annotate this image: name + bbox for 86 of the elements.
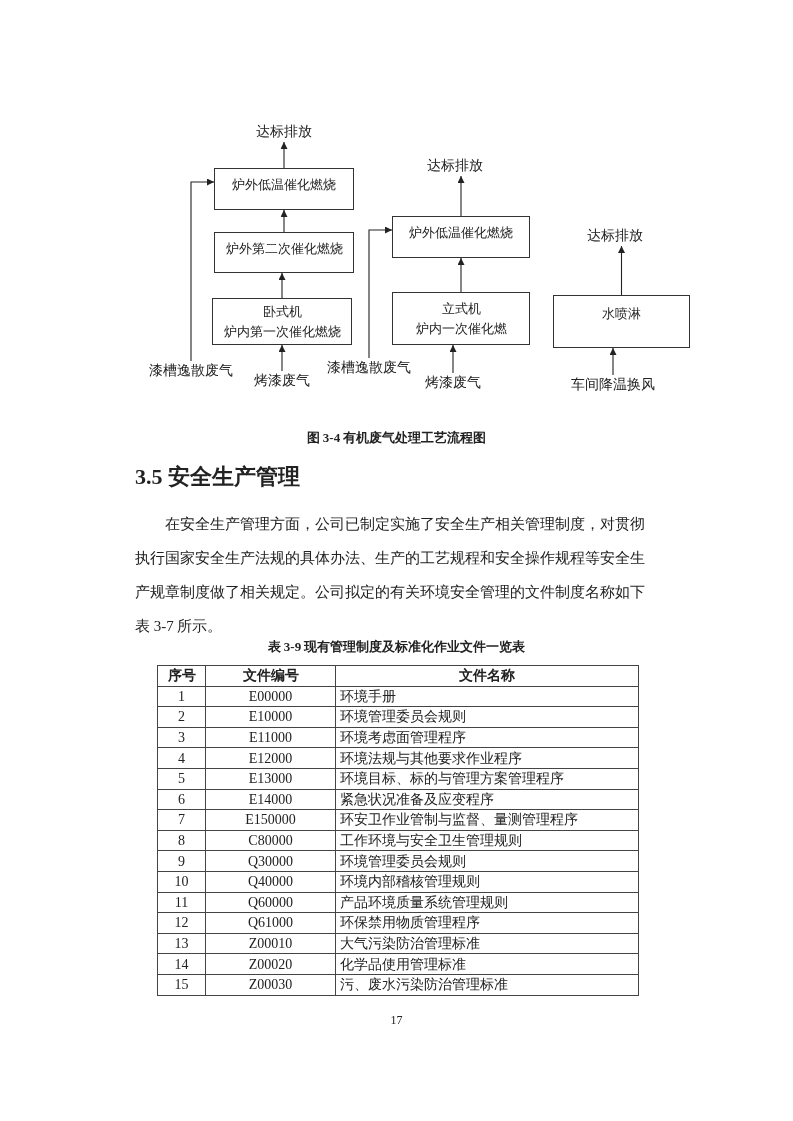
table-cell: 2 bbox=[157, 706, 206, 728]
table-cell: 环境内部稽核管理规则 bbox=[335, 871, 639, 893]
table-cell: 4 bbox=[157, 747, 206, 769]
arrow bbox=[278, 272, 286, 299]
table-cell: 8 bbox=[157, 830, 206, 851]
table-cell: 化学品使用管理标准 bbox=[335, 953, 639, 975]
section-heading: 3.5 安全生产管理 bbox=[135, 463, 300, 491]
table-cell: Q60000 bbox=[205, 892, 336, 913]
table-cell: E150000 bbox=[205, 809, 336, 831]
table-cell: 工作环境与安全卫生管理规则 bbox=[335, 830, 639, 851]
node-text: 烤漆废气 bbox=[254, 372, 310, 390]
table-cell: 环境手册 bbox=[335, 686, 639, 707]
process-box bbox=[553, 295, 690, 348]
table-cell: 7 bbox=[157, 809, 206, 831]
figure-caption: 图 3-4 有机废气处理工艺流程图 bbox=[305, 429, 488, 447]
table-cell: Q40000 bbox=[205, 871, 336, 893]
body-paragraph: 在安全生产管理方面，公司已制定实施了安全生产相关管理制度，对贯彻执行国家安全生产法规的具体办法、生产的工艺规程和安全操作规程等安全生产规章制度做了相关规定。公司拟定的有关环境安全管理的文件制度名称如下表 3-7 所示。 bbox=[135, 515, 646, 636]
table-cell: E00000 bbox=[205, 686, 336, 707]
table-cell: 环境管理委员会规则 bbox=[335, 706, 639, 728]
table-cell: 污、废水污染防治管理标准 bbox=[335, 974, 639, 995]
table-cell: 环安卫作业管制与监督、量测管理程序 bbox=[335, 809, 639, 831]
table-cell: 12 bbox=[157, 912, 206, 934]
node-text: 达标排放 bbox=[427, 157, 483, 175]
table-cell: E12000 bbox=[205, 747, 336, 769]
table-cell: E13000 bbox=[205, 768, 336, 790]
header-cell: 文件名称 bbox=[335, 665, 639, 687]
arrow bbox=[280, 141, 288, 169]
node-text: 立式机 bbox=[441, 299, 481, 318]
node-text: 炉外第二次催化燃烧 bbox=[225, 240, 343, 258]
node-text: 漆槽逸散废气 bbox=[149, 362, 233, 380]
arrow bbox=[457, 257, 465, 293]
arrow bbox=[278, 344, 286, 372]
table-cell: 5 bbox=[157, 768, 206, 790]
table-cell: 15 bbox=[157, 974, 206, 995]
table-cell: Z00010 bbox=[205, 933, 336, 954]
arrow bbox=[190, 178, 215, 362]
table-cell: 产品环境质量系统管理规则 bbox=[335, 892, 639, 913]
process-box bbox=[392, 292, 530, 345]
node-text: 漆槽逸散废气 bbox=[327, 359, 411, 377]
arrow bbox=[280, 209, 288, 233]
node-text: 车间降温换风 bbox=[571, 376, 655, 394]
table-cell: 环境法规与其他要求作业程序 bbox=[335, 747, 639, 769]
process-box bbox=[212, 298, 352, 345]
table-cell: 1 bbox=[157, 686, 206, 707]
table-cell: C80000 bbox=[205, 830, 336, 851]
table-cell: 紧急状况准备及应变程序 bbox=[335, 789, 639, 810]
table-cell: E11000 bbox=[205, 727, 336, 748]
node-text: 炉内第一次催化燃烧 bbox=[223, 322, 341, 341]
node-text: 达标排放 bbox=[256, 123, 312, 141]
table-cell: Z00030 bbox=[205, 974, 336, 995]
table-cell: 环境考虑面管理程序 bbox=[335, 727, 639, 748]
header-cell: 文件编号 bbox=[205, 665, 336, 687]
table-cell: 环保禁用物质管理程序 bbox=[335, 912, 639, 934]
table-cell: 环境目标、标的与管理方案管理程序 bbox=[335, 768, 639, 790]
table-cell: 6 bbox=[157, 789, 206, 810]
header-cell: 序号 bbox=[157, 665, 206, 687]
process-box bbox=[392, 216, 530, 258]
table-cell: 大气污染防治管理标准 bbox=[335, 933, 639, 954]
node-text: 达标排放 bbox=[587, 227, 643, 245]
page-number: 17 bbox=[389, 1013, 404, 1028]
process-box bbox=[214, 232, 354, 273]
node-text: 水喷淋 bbox=[602, 305, 641, 323]
table-cell: 11 bbox=[157, 892, 206, 913]
node-text: 烤漆废气 bbox=[425, 374, 481, 392]
table-cell: Q61000 bbox=[205, 912, 336, 934]
arrow bbox=[618, 245, 625, 296]
table-cell: 10 bbox=[157, 871, 206, 893]
arrow bbox=[457, 175, 465, 217]
table-cell: 9 bbox=[157, 850, 206, 872]
node-text: 卧式机 bbox=[262, 302, 302, 321]
process-box bbox=[214, 168, 354, 210]
node-text: 炉内一次催化燃 bbox=[415, 319, 507, 338]
table-cell: E10000 bbox=[205, 706, 336, 728]
node-text: 炉外低温催化燃烧 bbox=[409, 224, 513, 242]
table-cell: E14000 bbox=[205, 789, 336, 810]
arrow bbox=[449, 344, 457, 374]
arrow bbox=[609, 347, 617, 376]
table-cell: 3 bbox=[157, 727, 206, 748]
node-text: 炉外低温催化燃烧 bbox=[232, 176, 336, 194]
table-cell: Z00020 bbox=[205, 953, 336, 975]
table-cell: Q30000 bbox=[205, 850, 336, 872]
table-cell: 环境管理委员会规则 bbox=[335, 850, 639, 872]
arrow bbox=[368, 226, 393, 359]
table-title: 表 3-9 现有管理制度及标准化作业文件一览表 bbox=[266, 638, 527, 656]
table-cell: 14 bbox=[157, 953, 206, 975]
table-cell: 13 bbox=[157, 933, 206, 954]
